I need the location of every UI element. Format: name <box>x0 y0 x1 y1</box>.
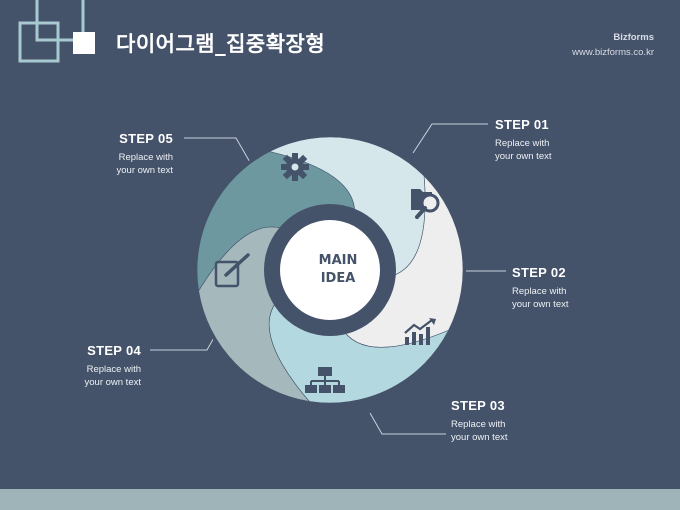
step-01-desc-line2: your own text <box>495 151 552 162</box>
footer-bar <box>0 489 680 510</box>
main-idea-line2: IDEA <box>320 271 356 286</box>
brand-block: Bizforms www.bizforms.co.kr <box>572 30 654 60</box>
step-02-block: STEP 02 Replace with your own text <box>512 265 569 311</box>
step-05-desc-line2: your own text <box>116 165 174 176</box>
step-01-label: STEP 01 <box>495 117 549 132</box>
edit-icon <box>214 253 250 288</box>
logo-squares <box>18 0 95 63</box>
step-02-desc-line2: your own text <box>512 299 569 310</box>
step-01-desc: Replace with your own text <box>495 137 552 163</box>
step-02-desc: Replace with your own text <box>512 285 569 311</box>
brand-name: Bizforms <box>613 32 654 43</box>
step-03-block: STEP 03 Replace with your own text <box>451 398 508 444</box>
step-04-block: STEP 04 Replace with your own text <box>40 343 142 389</box>
center-circle <box>280 220 380 320</box>
step-05-desc: Replace with your own text <box>72 151 174 177</box>
step-04-label: STEP 04 <box>87 343 141 358</box>
connector-step-04 <box>150 333 217 351</box>
connector-step-01 <box>412 123 488 154</box>
main-idea-line1: MAIN <box>318 253 358 268</box>
step-01-block: STEP 01 Replace with your own text <box>495 117 552 163</box>
step-03-desc: Replace with your own text <box>451 418 508 444</box>
org-chart-icon <box>305 367 345 393</box>
main-idea-label: MAIN IDEA <box>302 252 374 288</box>
gear-icon <box>281 153 309 181</box>
page-title: 다이어그램_집중확장형 <box>116 32 326 56</box>
step-05-label: STEP 05 <box>119 131 173 146</box>
segments-group <box>196 136 464 404</box>
connector-step-03 <box>369 412 446 435</box>
step-03-desc-line2: your own text <box>451 432 508 443</box>
brand-url[interactable]: www.bizforms.co.kr <box>572 47 654 58</box>
search-folder-icon <box>411 189 440 219</box>
step-04-desc-line1: Replace with <box>86 364 141 375</box>
step-04-desc: Replace with your own text <box>40 363 142 389</box>
connector-step-05 <box>184 137 252 165</box>
step-02-label: STEP 02 <box>512 265 566 280</box>
growth-chart-icon <box>404 318 436 345</box>
step-02-desc-line1: Replace with <box>512 286 567 297</box>
step-03-desc-line1: Replace with <box>451 419 506 430</box>
step-05-block: STEP 05 Replace with your own text <box>72 131 174 177</box>
step-01-desc-line1: Replace with <box>495 138 550 149</box>
step-03-label: STEP 03 <box>451 398 505 413</box>
step-05-desc-line1: Replace with <box>118 152 173 163</box>
step-04-desc-line2: your own text <box>84 377 142 388</box>
